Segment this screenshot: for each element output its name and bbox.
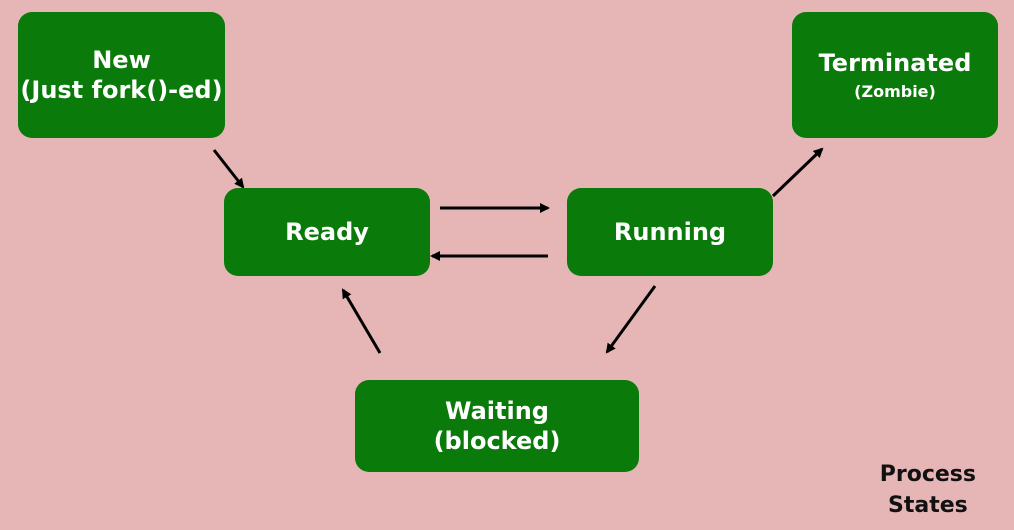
state-terminated-subtitle: (Zombie): [854, 82, 936, 101]
state-ready: Ready: [224, 188, 430, 276]
state-waiting: Waiting (blocked): [355, 380, 639, 472]
state-waiting-title: Waiting: [444, 397, 549, 425]
caption-line-1: Process: [879, 462, 976, 488]
state-ready-label: Ready: [285, 218, 369, 246]
diagram-caption: Process States: [880, 460, 976, 522]
state-waiting-subtitle: (blocked): [433, 427, 561, 455]
state-new-subtitle: (Just fork()-ed): [20, 76, 223, 104]
state-terminated-title: Terminated: [818, 49, 972, 77]
arrow-running-to-terminated: [771, 147, 824, 198]
arrow-running-to-waiting: [605, 285, 657, 354]
arrow-new-to-ready: [212, 149, 245, 189]
state-terminated: Terminated (Zombie): [792, 12, 998, 138]
arrow-waiting-to-ready: [341, 288, 382, 354]
state-new-title: New: [92, 46, 151, 74]
state-new: New (Just fork()-ed): [18, 12, 225, 138]
state-running-label: Running: [613, 218, 727, 246]
caption-line-2: States: [888, 493, 968, 519]
state-running: Running: [567, 188, 773, 276]
